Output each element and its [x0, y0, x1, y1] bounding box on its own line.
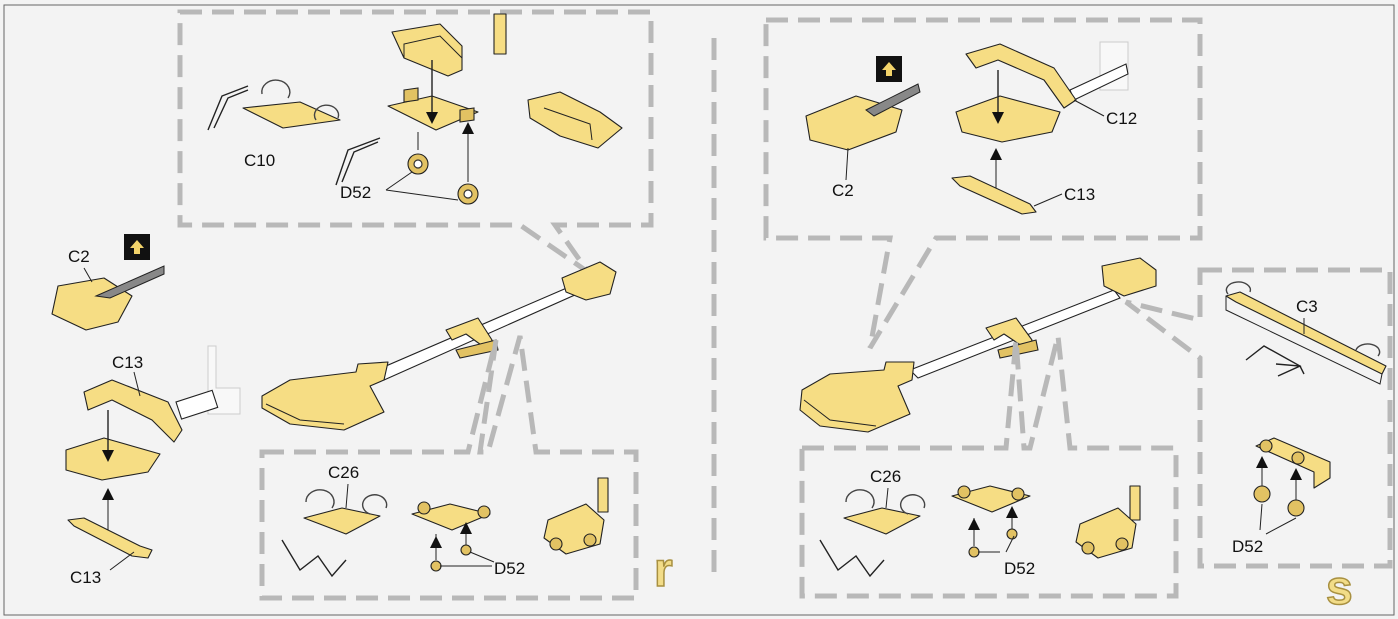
- d52-top-label: D52: [340, 183, 371, 202]
- c2-left-label: C2: [68, 247, 90, 266]
- c3-group: C3 D52: [1225, 281, 1387, 556]
- c13-right-label: C13: [1064, 185, 1095, 204]
- d52-bottom-left-label: D52: [494, 559, 525, 578]
- c10-part: C10: [207, 79, 381, 186]
- c10-label: C10: [244, 151, 275, 170]
- top-left-callout: [177, 9, 654, 275]
- d52-right-box-label: D52: [1232, 537, 1263, 556]
- step-s-marker: s: [1326, 562, 1353, 615]
- step-r-marker: r: [654, 544, 673, 597]
- c26-left-group: C26 D52: [281, 463, 609, 578]
- c12-group: C12 C13: [951, 41, 1137, 215]
- left-main-assembly: [261, 261, 617, 431]
- c2-right-part: C2: [805, 56, 921, 200]
- c26-left-label: C26: [328, 463, 359, 482]
- page-frame: [3, 4, 1395, 616]
- c26-right-group: C26 D52: [819, 467, 1141, 578]
- c2-left-part: C2: [51, 234, 165, 331]
- part-tag-icon: [493, 13, 507, 55]
- c3-label: C3: [1296, 297, 1318, 316]
- bottom-left-callout: [259, 335, 639, 601]
- c13-upper-left-label: C13: [112, 353, 143, 372]
- c13-left-part: C13 C13: [65, 345, 241, 587]
- d52-bottom-right-label: D52: [1004, 559, 1035, 578]
- c26-right-label: C26: [870, 467, 901, 486]
- right-main-assembly: [799, 257, 1157, 433]
- c13-lower-left-label: C13: [70, 568, 101, 587]
- top-mid-assembly: D52: [340, 13, 623, 205]
- c2-right-label: C2: [832, 181, 854, 200]
- c12-label: C12: [1106, 109, 1137, 128]
